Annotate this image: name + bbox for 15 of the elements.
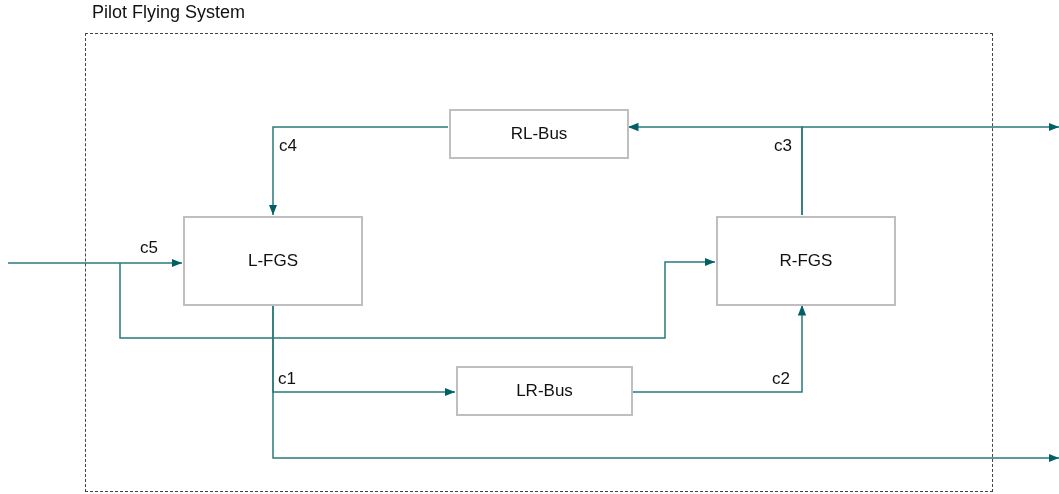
arrow xyxy=(119,257,716,339)
group-title: Pilot Flying System xyxy=(92,2,246,23)
arrow xyxy=(7,258,183,268)
edge-label: c3 xyxy=(774,136,792,156)
arrow xyxy=(268,126,449,216)
edge-label: c5 xyxy=(140,238,158,258)
arrow xyxy=(801,122,1059,216)
edge-label: c4 xyxy=(279,136,297,156)
process-box: RL-Bus xyxy=(449,109,629,159)
edge-label: c2 xyxy=(772,369,790,389)
edge-label: c1 xyxy=(278,369,296,389)
process-box: L-FGS xyxy=(183,216,363,306)
arrow xyxy=(272,304,1059,463)
process-box: R-FGS xyxy=(716,216,896,306)
process-box: LR-Bus xyxy=(456,366,633,416)
